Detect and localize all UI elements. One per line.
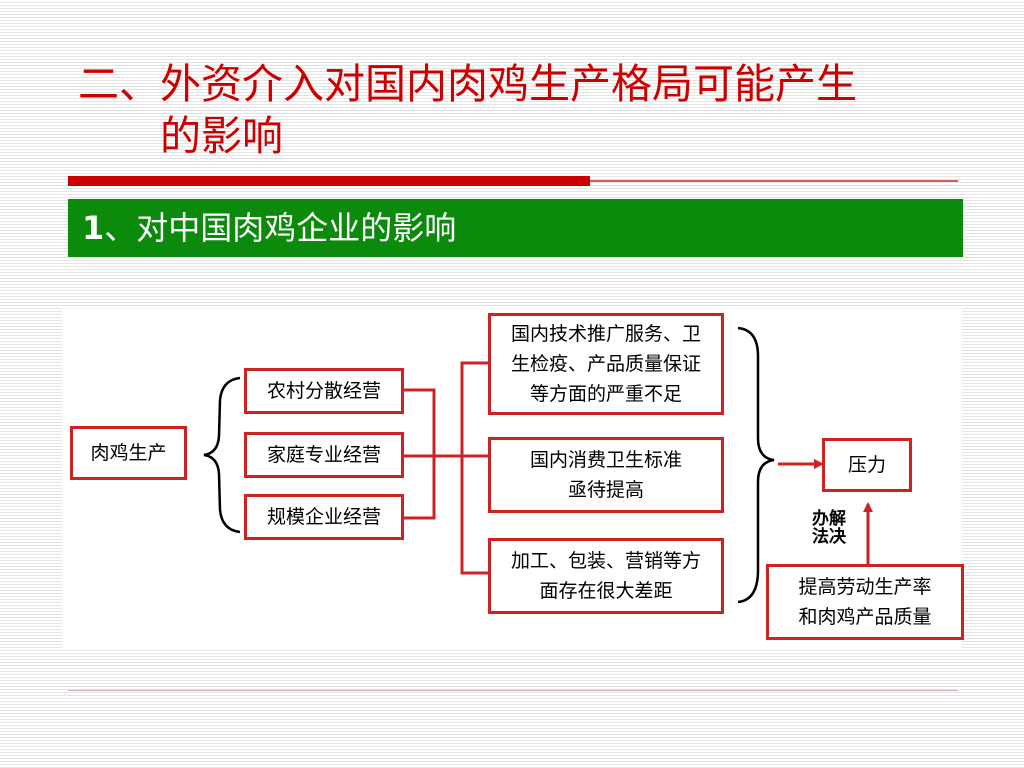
title-underline-bar bbox=[68, 176, 590, 186]
root-box: 肉鸡生产 bbox=[70, 426, 187, 480]
footer-rule bbox=[68, 690, 958, 691]
problem-tech-line1: 国内技术推广服务、卫 bbox=[510, 323, 701, 345]
solution-box: 提高劳动生产率 和肉鸡产品质量 bbox=[766, 564, 964, 640]
problem-connector bbox=[460, 361, 488, 575]
problem-box-processing: 加工、包装、营销等方 面存在很大差距 bbox=[488, 538, 724, 614]
problem-tech-line3: 等方面的严重不足 bbox=[529, 383, 682, 405]
problem-tech-line2: 生检疫、产品质量保证 bbox=[510, 353, 701, 375]
problem-processing-line1: 加工、包装、营销等方 bbox=[510, 550, 701, 572]
solution-label-line1: 办解 bbox=[812, 509, 846, 529]
problem-box-tech: 国内技术推广服务、卫 生检疫、产品质量保证 等方面的严重不足 bbox=[488, 313, 724, 415]
problem-hygiene-line1: 国内消费卫生标准 bbox=[529, 449, 682, 471]
right-brace bbox=[737, 326, 775, 604]
mode-box-family: 家庭专业经营 bbox=[244, 432, 404, 478]
solution-line2: 和肉鸡产品质量 bbox=[798, 606, 932, 628]
mode-box-rural: 农村分散经营 bbox=[244, 368, 404, 414]
problem-box-hygiene: 国内消费卫生标准 亟待提高 bbox=[488, 437, 724, 513]
solution-label-line2: 法决 bbox=[812, 527, 846, 547]
mode-box-enterprise: 规模企业经营 bbox=[244, 494, 404, 540]
pressure-box: 压力 bbox=[822, 438, 912, 492]
diagram-connectors bbox=[203, 326, 873, 604]
left-brace bbox=[203, 376, 241, 534]
slide-title-line2: 的影响 bbox=[160, 112, 283, 160]
section-heading-number: 1 bbox=[82, 209, 105, 247]
problem-processing-line2: 面存在很大差距 bbox=[539, 580, 673, 602]
solution-label: 办解 法决 bbox=[804, 510, 854, 546]
section-heading: 1、对中国肉鸡企业的影响 bbox=[68, 199, 963, 257]
section-heading-text: 、对中国肉鸡企业的影响 bbox=[104, 209, 457, 247]
slide-title: 二、外资介入对国内肉鸡生产格局可能产生 的影响 bbox=[78, 58, 978, 162]
slide-title-line1: 二、外资介入对国内肉鸡生产格局可能产生 bbox=[78, 60, 857, 108]
mode-connector bbox=[404, 388, 436, 520]
impact-diagram: 肉鸡生产 农村分散经营 家庭专业经营 规模企业经营 国内技术推广服务、卫 生检疫… bbox=[62, 308, 964, 648]
title-underline-rule bbox=[590, 180, 958, 182]
problem-hygiene-line2: 亟待提高 bbox=[567, 479, 644, 501]
solution-line1: 提高劳动生产率 bbox=[798, 576, 932, 598]
